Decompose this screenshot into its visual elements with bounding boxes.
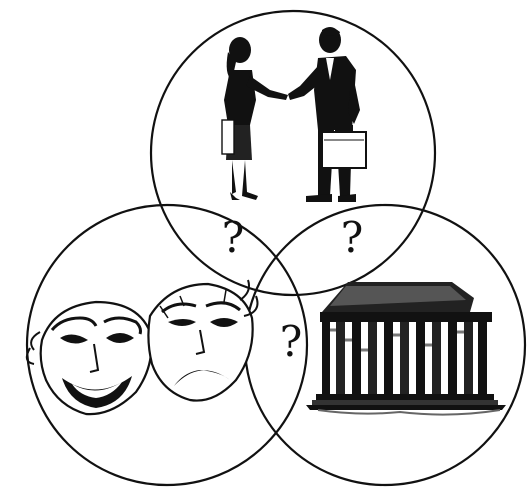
- circle-business: [151, 11, 435, 295]
- question-mark-business-theater: ?: [222, 213, 245, 262]
- question-mark-theater-architecture: ?: [280, 317, 303, 366]
- question-mark-business-architecture: ?: [341, 213, 364, 262]
- business-handshake-icon: [222, 27, 366, 202]
- parthenon-icon: [306, 282, 506, 415]
- comedy-tragedy-masks-icon: [27, 280, 258, 414]
